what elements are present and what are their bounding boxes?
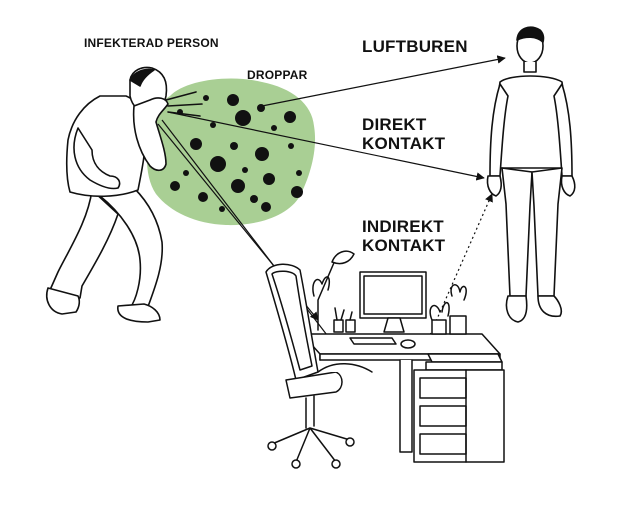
droplet: [170, 181, 180, 191]
label-droplets: DROPPAR: [247, 68, 308, 82]
label-indirect-line2: KONTAKT: [362, 236, 446, 256]
droplet: [296, 170, 302, 176]
droplet: [284, 111, 296, 123]
pen-cup: [333, 319, 344, 333]
desk-workspace: [301, 250, 505, 463]
droplet: [242, 167, 248, 173]
plant-right: [429, 302, 450, 321]
droplet: [227, 94, 239, 106]
droplet: [210, 156, 226, 172]
office-chair: [265, 263, 373, 469]
droplet: [190, 138, 202, 150]
droplet: [183, 170, 189, 176]
droplet: [210, 122, 216, 128]
direct-contact-arrow: [167, 111, 485, 181]
droplet: [230, 142, 238, 150]
droplet: [219, 206, 225, 212]
droplet: [235, 110, 251, 126]
standing-person-figure: [486, 26, 576, 323]
label-direct-line1: DIREKT: [362, 115, 427, 134]
desk-lamp: [317, 257, 337, 331]
droplet: [263, 173, 275, 185]
infected-person-figure: [46, 66, 169, 323]
droplet: [255, 147, 269, 161]
label-direct-contact: DIREKT KONTAKT: [362, 115, 445, 153]
droplet: [261, 202, 271, 212]
indirect-contact-arrow: [425, 193, 493, 345]
label-infected-person: INFEKTERAD PERSON: [84, 36, 219, 50]
plant-left: [312, 276, 331, 297]
droplet: [288, 143, 294, 149]
paper-stack: [427, 353, 503, 363]
droplet: [203, 95, 209, 101]
airborne-arrow: [261, 55, 506, 107]
computer-mouse: [400, 339, 416, 349]
label-indirect-line1: INDIREKT: [362, 217, 444, 236]
droplet: [250, 195, 258, 203]
label-indirect-contact: INDIREKT KONTAKT: [362, 217, 445, 255]
label-airborne: LUFTBUREN: [362, 37, 468, 56]
keyboard: [349, 337, 397, 345]
droplet: [231, 179, 245, 193]
transmission-arrows: [157, 55, 506, 353]
label-direct-line2: KONTAKT: [362, 134, 446, 154]
droplet: [198, 192, 208, 202]
droplet: [291, 186, 303, 198]
droplet: [271, 125, 277, 131]
